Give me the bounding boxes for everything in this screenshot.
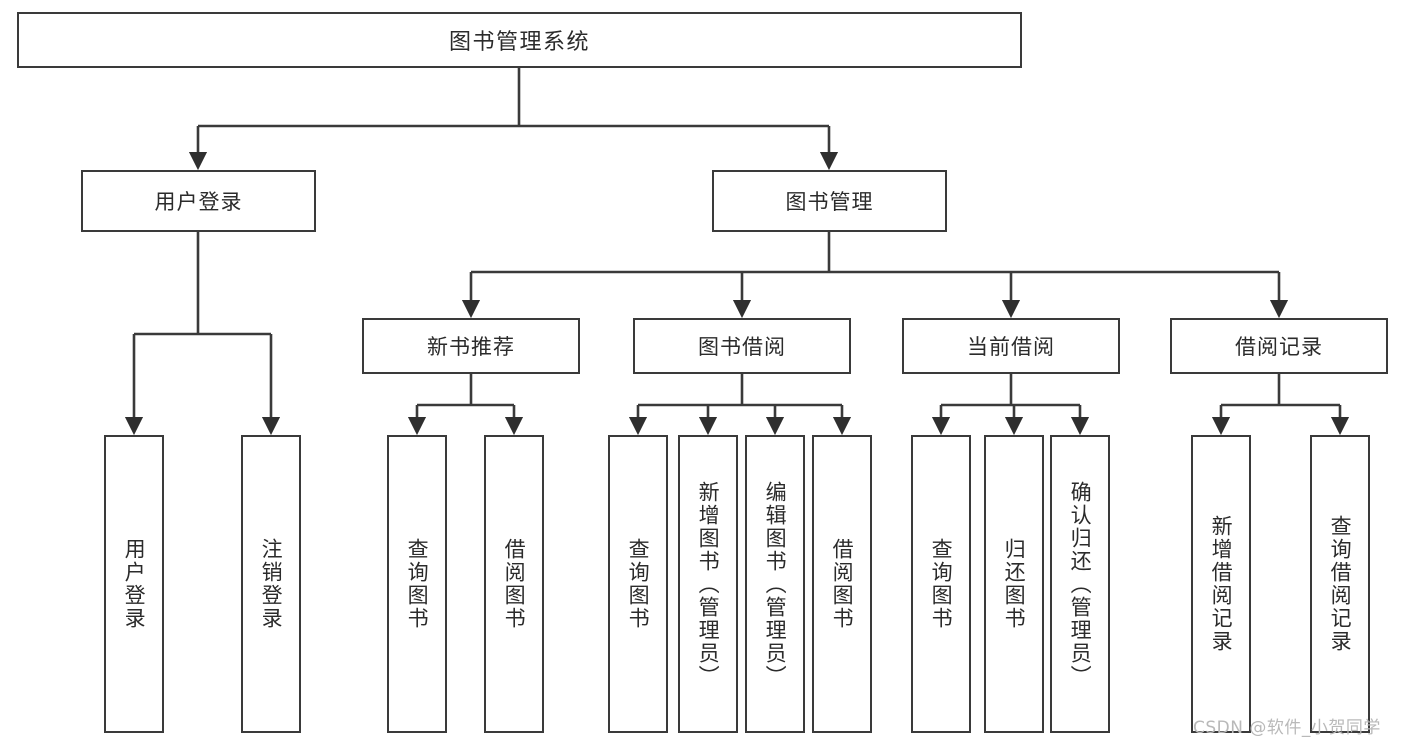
leaf-node[interactable]: 借阅图书 (812, 435, 872, 733)
leaf-label: 查询图书 (626, 538, 651, 630)
leaf-node[interactable]: 用户登录 (104, 435, 164, 733)
leaf-label: 借阅图书 (502, 538, 527, 630)
leaf-label: 注销登录 (259, 538, 284, 630)
node-book-borrow[interactable]: 图书借阅 (633, 318, 851, 374)
leaf-label: 查询借阅记录 (1328, 515, 1353, 653)
leaf-label: 归还图书 (1002, 538, 1027, 630)
leaf-label: 确认归还（管理员） (1068, 480, 1093, 688)
node-new-book-recommend[interactable]: 新书推荐 (362, 318, 580, 374)
leaf-label: 用户登录 (122, 538, 147, 630)
leaf-node[interactable]: 确认归还（管理员） (1050, 435, 1110, 733)
leaf-node[interactable]: 注销登录 (241, 435, 301, 733)
leaf-node[interactable]: 查询图书 (608, 435, 668, 733)
leaf-node[interactable]: 查询图书 (911, 435, 971, 733)
node-current-borrow[interactable]: 当前借阅 (902, 318, 1120, 374)
leaf-label: 借阅图书 (830, 538, 855, 630)
node-root[interactable]: 图书管理系统 (17, 12, 1022, 68)
leaf-label: 查询图书 (405, 538, 430, 630)
leaf-node[interactable]: 查询借阅记录 (1310, 435, 1370, 733)
leaf-label: 查询图书 (929, 538, 954, 630)
leaf-label: 新增图书（管理员） (696, 480, 721, 688)
leaf-node[interactable]: 归还图书 (984, 435, 1044, 733)
leaf-label: 新增借阅记录 (1209, 515, 1234, 653)
leaf-node[interactable]: 编辑图书（管理员） (745, 435, 805, 733)
node-book-management[interactable]: 图书管理 (712, 170, 947, 232)
csdn-watermark: CSDN @软件_小贺同学 (1193, 718, 1381, 738)
leaf-node[interactable]: 借阅图书 (484, 435, 544, 733)
leaf-node[interactable]: 新增借阅记录 (1191, 435, 1251, 733)
node-borrow-record[interactable]: 借阅记录 (1170, 318, 1388, 374)
leaf-label: 编辑图书（管理员） (763, 480, 788, 688)
leaf-node[interactable]: 查询图书 (387, 435, 447, 733)
node-user-login[interactable]: 用户登录 (81, 170, 316, 232)
leaf-node[interactable]: 新增图书（管理员） (678, 435, 738, 733)
